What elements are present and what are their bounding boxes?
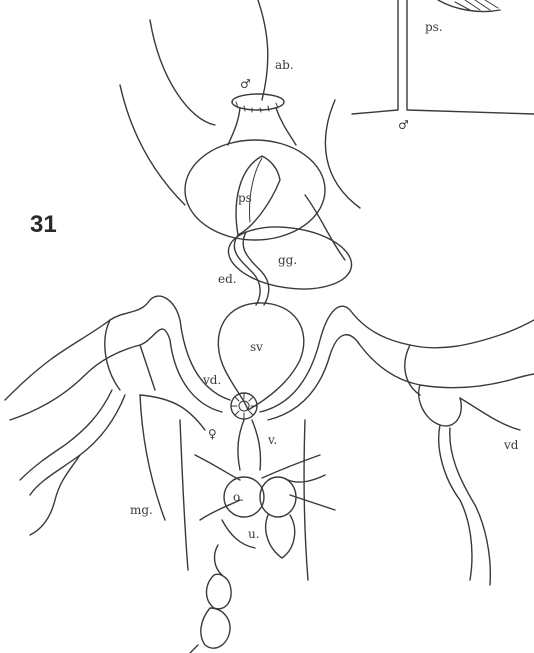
male-opening: ♂ ab. [228, 58, 296, 145]
penis-sheath: ps [185, 140, 325, 240]
label-o: o. [233, 490, 244, 504]
label-male-inset: ♂ [398, 118, 409, 132]
label-ab: ab. [275, 58, 294, 72]
abdomen-outline [120, 0, 360, 260]
label-ps-inset: ps. [425, 20, 443, 34]
oviduct-chain [190, 545, 231, 653]
ejaculatory-duct: ed. [218, 232, 269, 305]
label-u: u. [248, 527, 260, 541]
vas-deferens-right: vd [260, 306, 534, 585]
label-female: ♀ [208, 427, 217, 441]
label-mg: mg. [130, 503, 153, 517]
label-sv: sv [250, 340, 263, 354]
label-ed: ed. [218, 272, 237, 286]
label-gg: gg. [278, 253, 297, 267]
vas-deferens-left [5, 296, 230, 535]
label-v: v. [267, 433, 277, 447]
midgut: mg. [130, 395, 308, 580]
label-vd-right: vd [503, 438, 519, 452]
label-male: ♂ [240, 77, 251, 91]
figure-number: 31 [30, 211, 57, 238]
seminal-vesicle: sv [218, 303, 303, 410]
ovary: o. [224, 477, 296, 517]
inset-panel: ps. ♂ [352, 0, 534, 132]
uterus: u. [222, 515, 295, 558]
label-ps: ps [238, 191, 252, 205]
